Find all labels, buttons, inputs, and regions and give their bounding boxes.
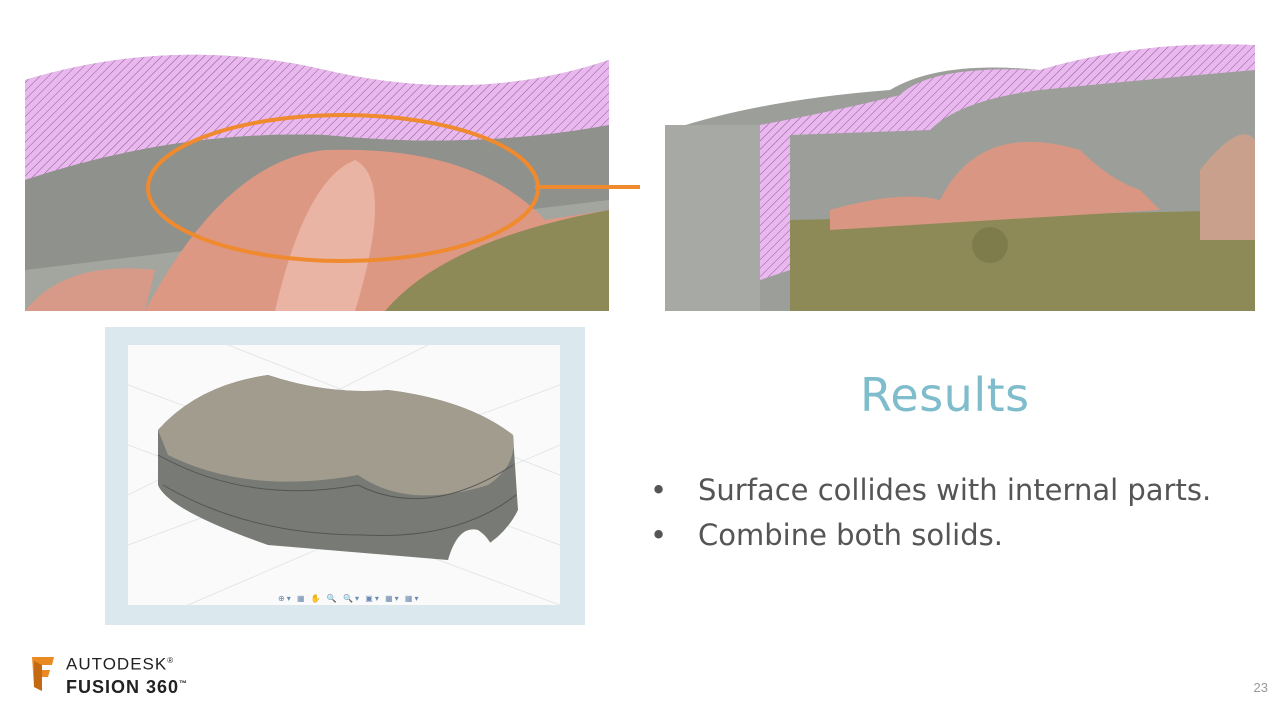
page-number: 23 <box>1253 680 1268 695</box>
logo-line2: FUSION 360 <box>66 676 180 697</box>
logo-line1: AUTODESK <box>66 654 168 674</box>
viewport-navigation-toolbar[interactable]: ⊕▾ ▦ ✋ 🔍 🔍▾ ▣▾ ▦▾ ▦▾ <box>278 594 421 603</box>
model-3d-viewport: ⊕▾ ▦ ✋ 🔍 🔍▾ ▣▾ ▦▾ ▦▾ <box>127 344 561 606</box>
bullet-text: Combine both solids. <box>698 518 1003 552</box>
bullet-marker: • <box>650 473 668 507</box>
bullet-text: Surface collides with internal parts. <box>698 473 1212 507</box>
bullet-list: • Surface collides with internal parts. •… <box>650 473 1211 563</box>
registered-mark: ® <box>167 656 175 665</box>
section-view-collision-closeup <box>25 40 609 311</box>
bullet-item: • Combine both solids. <box>650 518 1211 563</box>
section-view-combined-solids <box>640 40 1255 311</box>
bullet-marker: • <box>650 518 668 552</box>
autodesk-fusion-logo: AUTODESK® FUSION 360™ <box>30 651 188 697</box>
slide-title: Results <box>860 368 1030 422</box>
bullet-item: • Surface collides with internal parts. <box>650 473 1211 518</box>
fusion-f-logo-icon <box>32 656 54 691</box>
trademark-mark: ™ <box>179 678 189 688</box>
